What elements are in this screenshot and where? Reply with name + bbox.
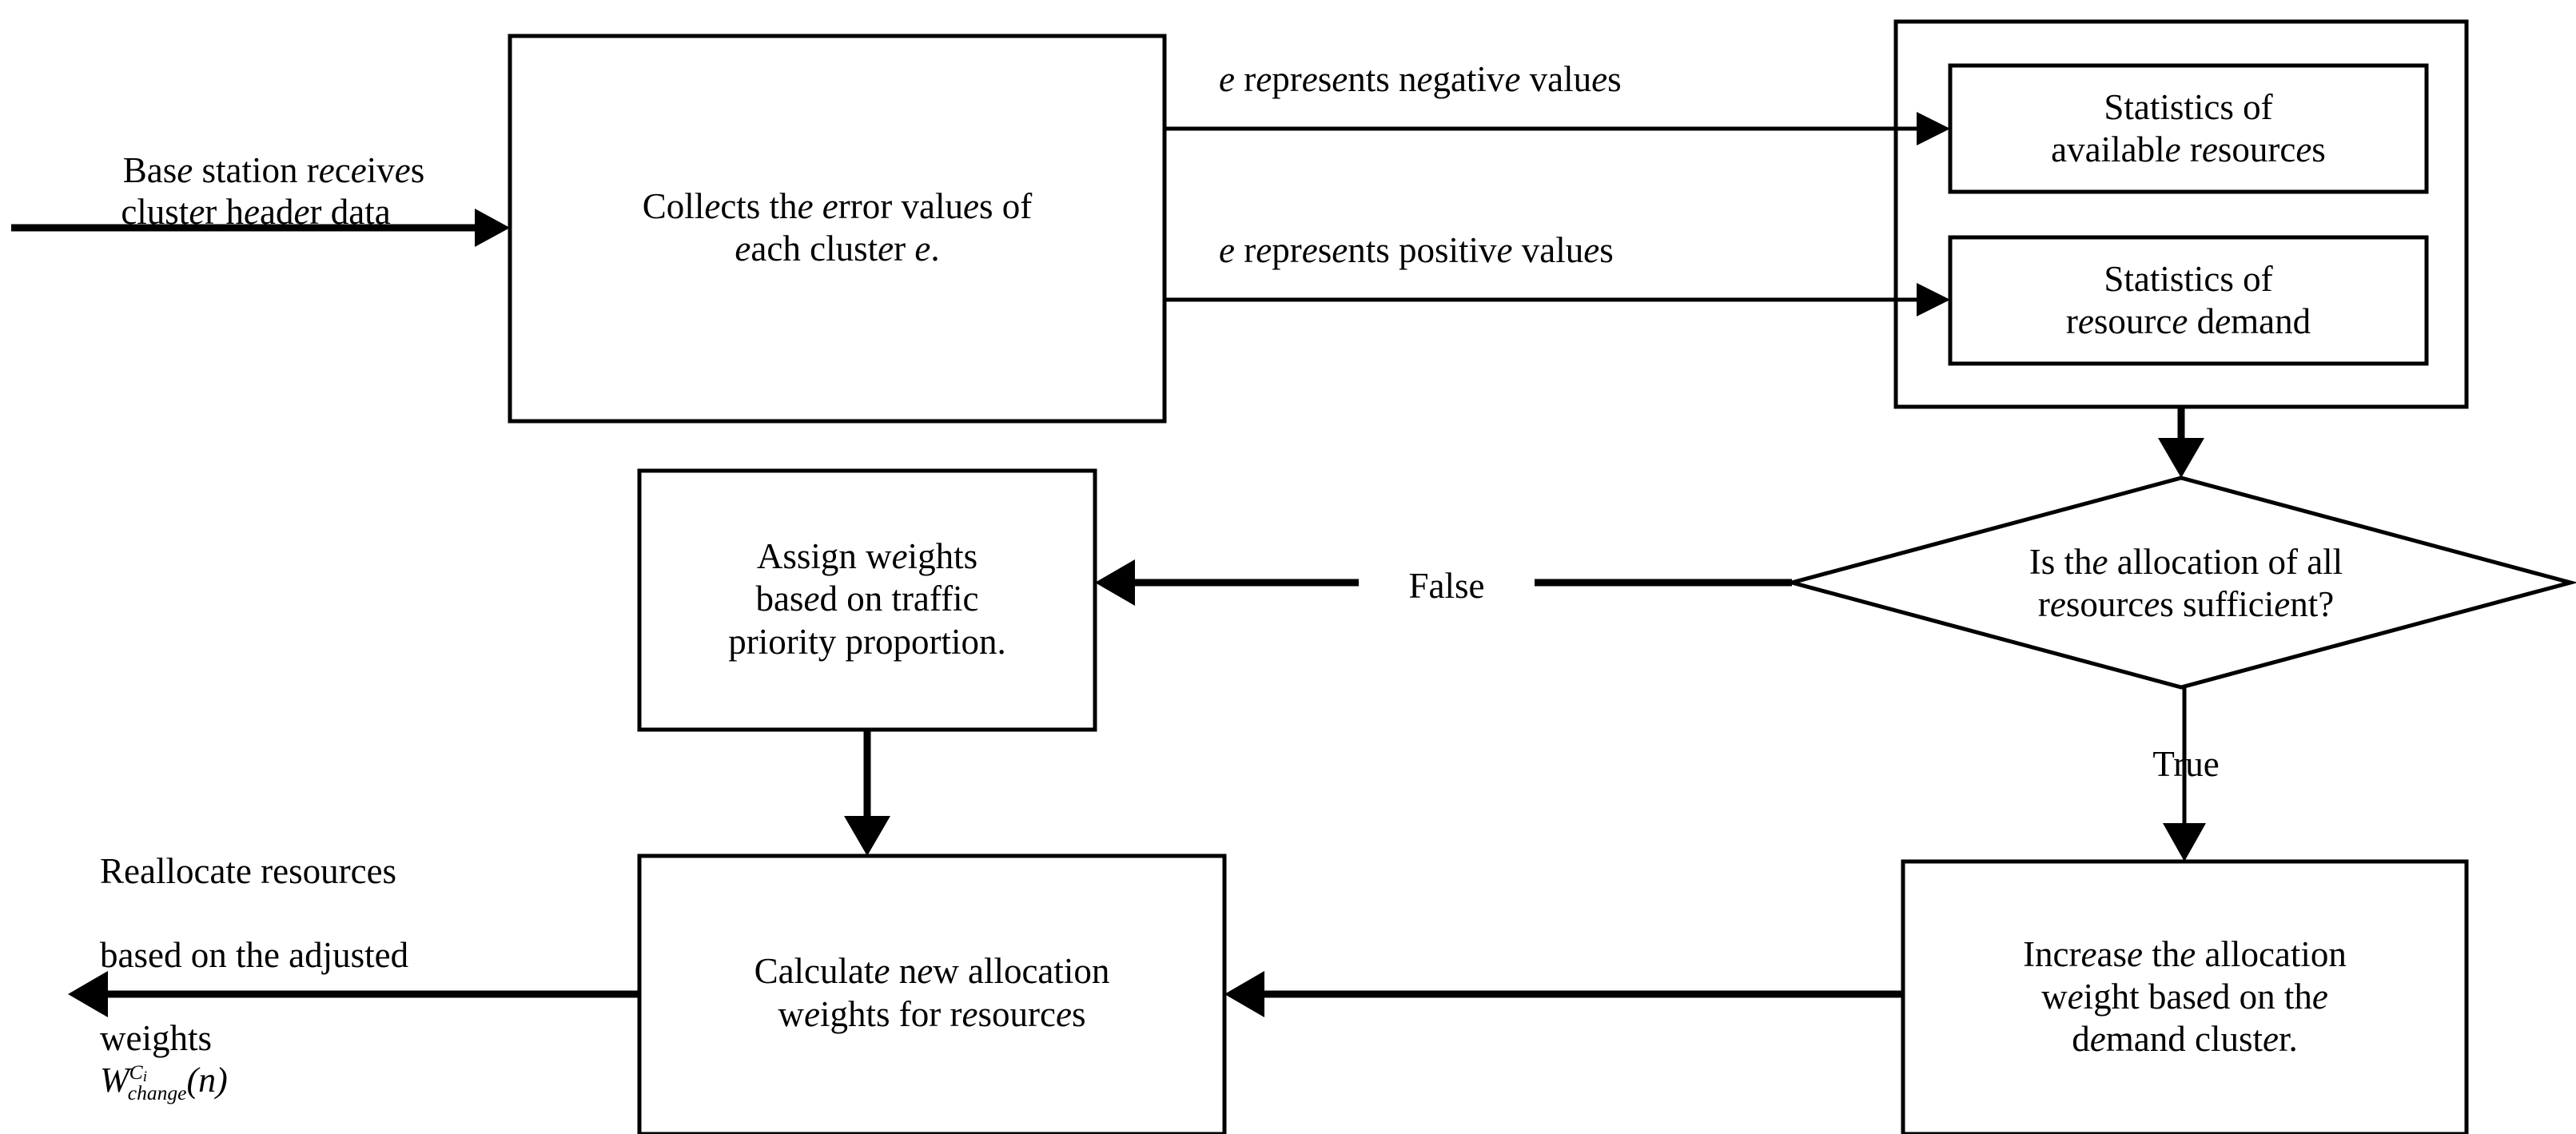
- edge-increase-to-calculate: [1224, 971, 1903, 1017]
- edge-decision-true: [2163, 687, 2206, 861]
- node-statistics-resource-demand[interactable]: [1948, 235, 2429, 366]
- edge-label-positive-values: e represents positive values: [1219, 230, 1614, 270]
- edge-output-arrow: [68, 971, 639, 1017]
- node-collect-error-values[interactable]: [508, 34, 1167, 424]
- edge-negative-values: [1165, 112, 1950, 145]
- node-increase-allocation-weight[interactable]: [1901, 859, 2469, 1134]
- edge-assign-to-calculate: [844, 730, 890, 856]
- node-statistics-available-resources[interactable]: [1948, 63, 2429, 194]
- edge-label-false: False: [1359, 563, 1535, 609]
- edge-positive-values: [1165, 283, 1950, 316]
- edge-input-arrow: [11, 209, 510, 247]
- edge-label-output-line1: Reallocate resources: [100, 851, 397, 892]
- edge-statistics-to-decision: [2158, 407, 2204, 478]
- node-calculate-allocation-weights[interactable]: [637, 853, 1227, 1134]
- edge-label-negative-values: e represents negative values: [1219, 59, 1622, 99]
- edge-label-output-formula: WCichange(n): [100, 1060, 228, 1104]
- node-decision-allocation-sufficient[interactable]: [1784, 475, 2576, 690]
- edge-label-output: Reallocate resources based on the adjust…: [64, 809, 623, 1134]
- node-assign-weights[interactable]: [637, 468, 1097, 732]
- edge-label-true: True: [2152, 744, 2220, 784]
- edge-label-output-line2: based on the adjusted: [100, 934, 409, 975]
- edge-label-output-line3: weights: [100, 1017, 212, 1058]
